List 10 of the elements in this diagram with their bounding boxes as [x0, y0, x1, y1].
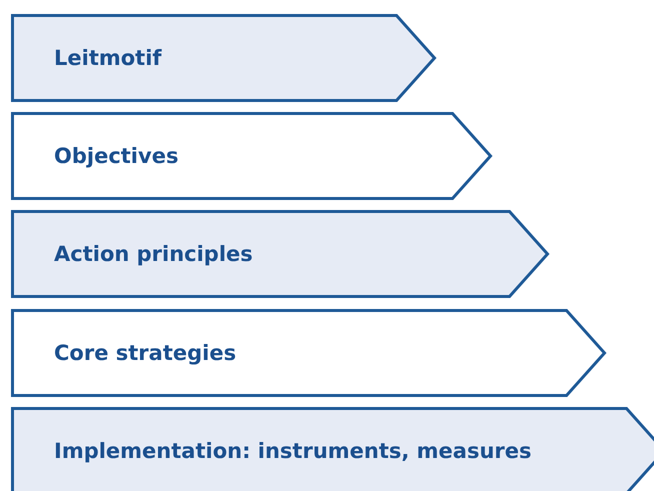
banner-title: Leitmotif — [54, 46, 162, 70]
chevron-banner — [11, 112, 492, 200]
banner-title: Action principles — [54, 242, 253, 266]
chevron-banner — [11, 210, 549, 298]
chevron-banner — [11, 14, 436, 102]
banner-title: Implementation: instruments, measures — [54, 439, 532, 463]
chevron-banner — [11, 309, 606, 397]
banner-title: Objectives — [54, 144, 178, 168]
banner-title: Core strategies — [54, 341, 236, 365]
chevron-banner — [11, 407, 654, 491]
